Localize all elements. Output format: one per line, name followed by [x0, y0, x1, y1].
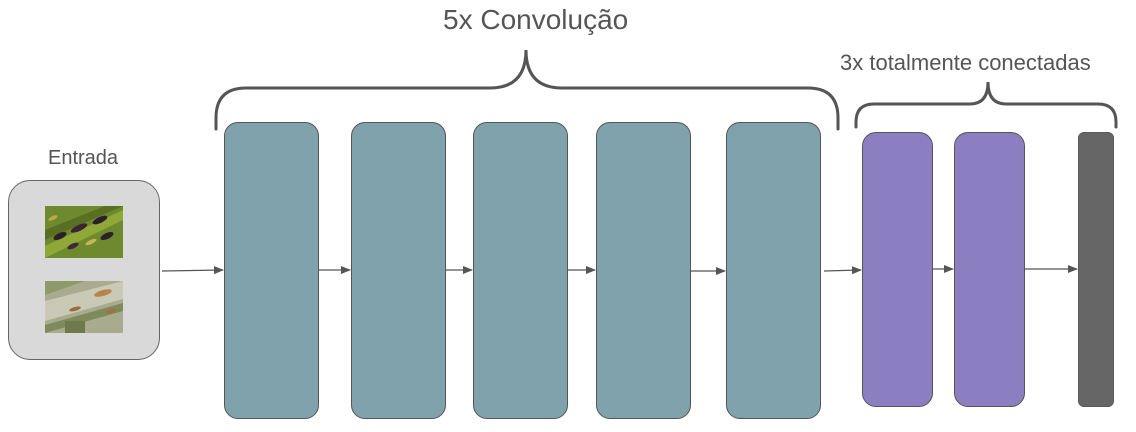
input-label: Entrada [48, 147, 119, 169]
conv-group-brace [214, 49, 840, 131]
leaf-photo-icon [45, 206, 123, 258]
conv-layer-3 [473, 122, 568, 419]
fc-layer-1 [862, 132, 933, 407]
fc-group-label: 3x totalmente conectadas [840, 50, 1091, 75]
output-layer [1078, 132, 1114, 407]
conv-layer-5 [726, 122, 821, 419]
leaf-photo-icon [45, 281, 123, 333]
fc-layer-2 [954, 132, 1025, 407]
conv-layer-1 [224, 122, 319, 419]
arrow-conv5-fc1 [823, 266, 862, 275]
conv-group-label: 5x Convolução [443, 4, 629, 35]
fc-group-brace [854, 81, 1118, 129]
conv-layer-4 [596, 122, 691, 419]
conv-layer-2 [351, 122, 446, 419]
arrow-input-conv1 [161, 266, 224, 275]
